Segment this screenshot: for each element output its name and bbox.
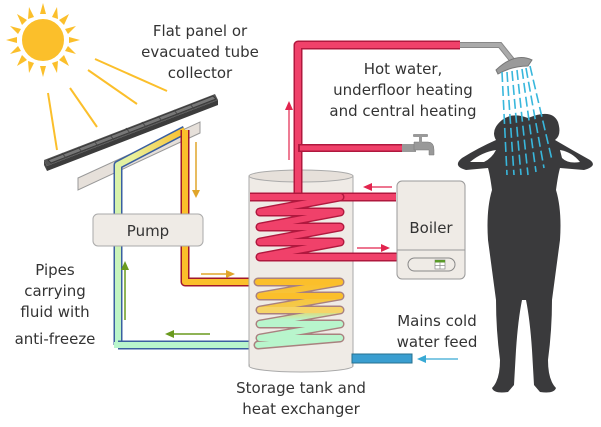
mains-label: Mains cold water feed xyxy=(397,312,478,351)
svg-text:Hot water,: Hot water, xyxy=(364,60,443,78)
hot-flow-arrow-up xyxy=(285,101,293,160)
svg-text:carrying: carrying xyxy=(24,282,86,300)
pump-label: Pump xyxy=(127,222,169,240)
flow-arrow-up xyxy=(121,261,129,320)
pump: Pump xyxy=(92,213,204,247)
solar-collector xyxy=(44,94,218,171)
svg-text:evacuated tube: evacuated tube xyxy=(141,43,259,61)
solar-loop-pipe xyxy=(113,126,258,350)
storage-label: Storage tank and heat exchanger xyxy=(236,379,366,418)
boiler-coil xyxy=(250,192,401,262)
pipes-label: Pipes carrying fluid with anti-freeze xyxy=(15,261,96,348)
svg-text:and central heating: and central heating xyxy=(329,102,476,120)
svg-text:Storage tank and: Storage tank and xyxy=(236,379,366,397)
shower-head xyxy=(460,42,533,75)
hot-water-label: Hot water, underfloor heating and centra… xyxy=(329,60,476,120)
mains-arrow-left xyxy=(417,355,458,363)
boiler: Boiler xyxy=(396,180,466,280)
svg-text:Pipes: Pipes xyxy=(35,261,75,279)
svg-text:Flat panel or: Flat panel or xyxy=(153,22,248,40)
svg-text:anti-freeze: anti-freeze xyxy=(15,330,96,348)
collector-label: Flat panel or evacuated tube collector xyxy=(141,22,259,82)
hot-water-pipe xyxy=(293,40,460,196)
mains-cold-pipe xyxy=(351,353,413,364)
boiler-arrow-left xyxy=(363,183,392,191)
flow-arrow-left xyxy=(165,330,210,338)
svg-text:collector: collector xyxy=(168,64,233,82)
flow-arrow-right xyxy=(201,270,235,278)
svg-text:water feed: water feed xyxy=(397,333,478,351)
person-silhouette xyxy=(457,113,593,393)
sun-icon xyxy=(6,3,80,77)
sun-rays xyxy=(47,58,168,151)
svg-text:fluid with: fluid with xyxy=(20,303,89,321)
boiler-label: Boiler xyxy=(409,219,453,237)
tap-icon xyxy=(402,134,435,156)
solar-coil xyxy=(253,277,345,350)
svg-text:underfloor heating: underfloor heating xyxy=(333,81,473,99)
svg-text:Mains cold: Mains cold xyxy=(397,312,477,330)
flow-arrow-down xyxy=(192,142,200,198)
boiler-arrow-right xyxy=(357,244,390,252)
water-streams xyxy=(501,65,553,176)
svg-text:heat exchanger: heat exchanger xyxy=(242,400,360,418)
